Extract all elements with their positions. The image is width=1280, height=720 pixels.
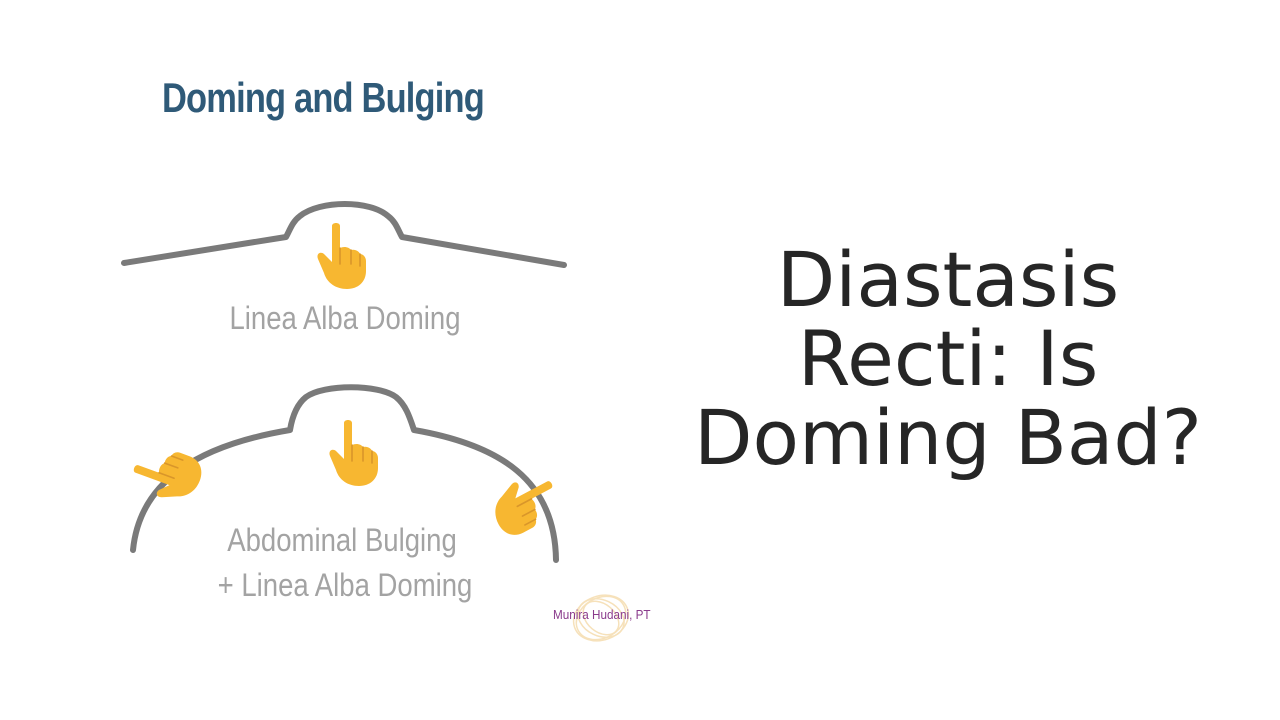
bulging-caption-line2: + Linea Alba Doming <box>217 567 473 603</box>
headline-line2: Recti: Is <box>797 314 1099 403</box>
headline: Diastasis Recti: Is Doming Bad? <box>668 240 1228 477</box>
doming-caption: Linea Alba Doming <box>229 300 461 336</box>
bulging-outline <box>130 384 559 563</box>
watermark-text: Munira Hudani, PT <box>553 607 651 622</box>
bulging-caption-line1: Abdominal Bulging <box>227 522 457 558</box>
pointing-finger-icon <box>127 438 208 509</box>
pointing-finger-icon <box>328 419 379 487</box>
diagram-illustration <box>121 201 567 563</box>
diagram-title: Doming and Bulging <box>162 74 485 121</box>
watermark-logo-swirl <box>572 594 630 642</box>
headline-line1: Diastasis <box>776 235 1120 324</box>
pointing-finger-icon <box>316 222 367 290</box>
headline-line3: Doming Bad? <box>693 393 1203 482</box>
doming-outline <box>121 201 567 268</box>
